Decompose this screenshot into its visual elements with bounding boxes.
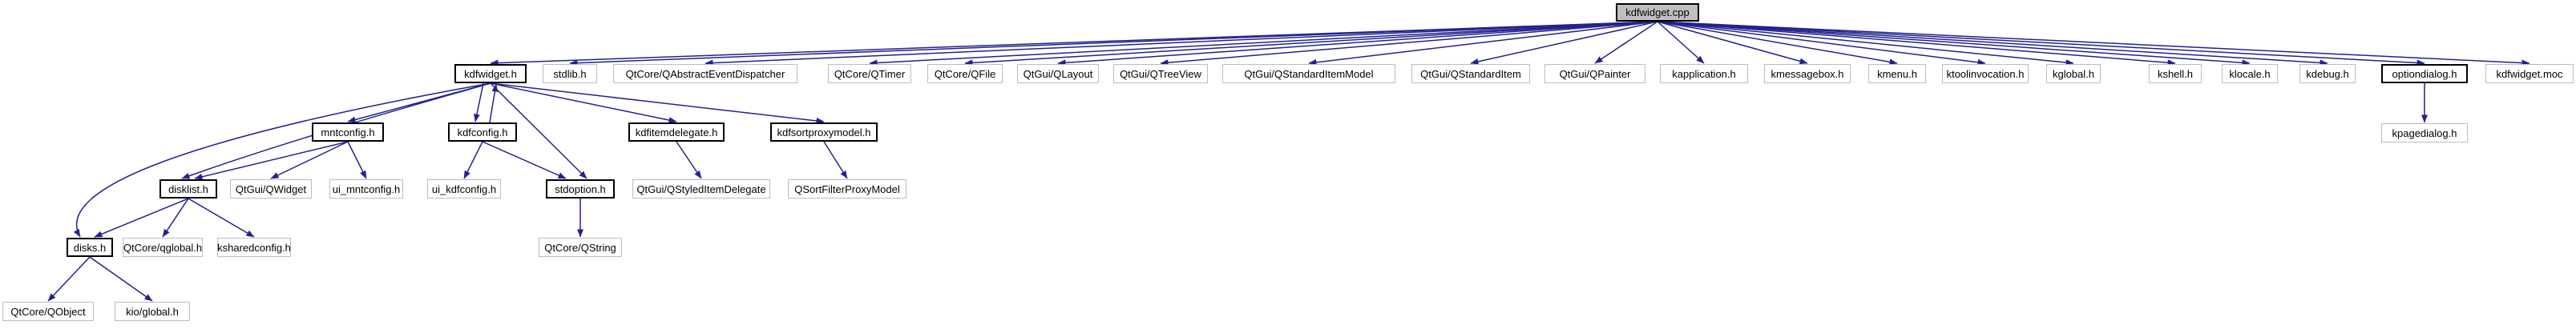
edge-kdfwidget-h-to-stdoption-h <box>490 82 587 179</box>
edge-disks-h-to-qobject <box>47 256 91 302</box>
edge-kdfwidget-cpp-to-ktoolinvocation-h <box>1657 21 1986 66</box>
edge-kdfsortproxymodel-h-to-qsortfilterproxymodel <box>823 141 848 179</box>
graph-node-qwidget: QtGui/QWidget <box>230 179 312 199</box>
graph-node-qabstracteventdispatcher: QtCore/QAbstractEventDispatcher <box>613 64 797 83</box>
graph-node-ui-kdfconfig-h: ui_kdfconfig.h <box>427 179 501 199</box>
graph-node-disklist-h[interactable]: disklist.h <box>159 179 217 199</box>
graph-node-ksharedconfig-h: ksharedconfig.h <box>217 238 291 257</box>
edge-kdfwidget-cpp-to-kmenu-h <box>1657 21 1898 66</box>
graph-node-kglobal-h: kglobal.h <box>2046 64 2101 83</box>
graph-node-kdfwidget-moc: kdfwidget.moc <box>2485 64 2574 83</box>
edge-disklist-h-to-disks-h <box>94 198 189 238</box>
graph-node-qtimer: QtCore/QTimer <box>828 64 911 83</box>
graph-node-stdoption-h[interactable]: stdoption.h <box>546 179 615 199</box>
edge-kdfwidget-h-to-disks-h <box>73 82 491 238</box>
edge-kdfconfig-h-to-stdoption-h <box>482 141 567 179</box>
graph-node-qsortfilterproxymodel: QSortFilterProxyModel <box>788 179 906 199</box>
edge-kdfwidget-cpp-to-qlayout <box>1057 21 1658 66</box>
graph-node-kdfitemdelegate-h[interactable]: kdfitemdelegate.h <box>628 122 725 142</box>
graph-node-kmenu-h: kmenu.h <box>1868 64 1926 83</box>
graph-node-stdlib-h: stdlib.h <box>543 64 597 83</box>
edge-kdfwidget-cpp-to-qfile <box>964 21 1658 66</box>
edge-kdfwidget-cpp-to-qpainter <box>1594 21 1658 64</box>
edge-kdfwidget-cpp-to-qabstracteventdispatcher <box>705 21 1658 66</box>
edge-kdfwidget-h-to-kdfconfig-h <box>474 82 484 122</box>
graph-node-qfile: QtCore/QFile <box>927 64 1003 83</box>
edge-mntconfig-h-to-ui-mntconfig-h <box>347 141 367 179</box>
edge-kdfwidget-cpp-to-klocale-h <box>1657 21 2251 66</box>
edge-kdfwidget-h-to-kdfsortproxymodel-h <box>490 82 825 124</box>
graph-node-disks-h[interactable]: disks.h <box>67 238 113 257</box>
edge-kdfwidget-cpp-to-qstandarditem <box>1470 21 1658 65</box>
graph-node-qstyleditemdelegate: QtGui/QStyledItemDelegate <box>632 179 770 199</box>
graph-node-qobject: QtCore/QObject <box>2 302 94 321</box>
graph-node-kdfsortproxymodel-h[interactable]: kdfsortproxymodel.h <box>770 122 878 142</box>
graph-node-qtreeview: QtGui/QTreeView <box>1113 64 1208 83</box>
edge-kdfwidget-h-to-kdfitemdelegate-h <box>490 82 677 123</box>
graph-node-klocale-h: klocale.h <box>2222 64 2278 83</box>
graph-node-ui-mntconfig-h: ui_mntconfig.h <box>329 179 403 199</box>
edge-kdfwidget-cpp-to-kshell-h <box>1657 21 2176 66</box>
edge-kdfwidget-cpp-to-kdebug-h <box>1657 21 2328 66</box>
edge-kdfwidget-cpp-to-stdlib-h <box>569 21 1658 66</box>
edge-kdfitemdelegate-h-to-qstyleditemdelegate <box>676 141 702 179</box>
edge-disklist-h-to-ksharedconfig-h <box>188 198 255 238</box>
graph-node-qstandarditemmodel: QtGui/QStandardItemModel <box>1222 64 1395 83</box>
graph-node-kapplication-h: kapplication.h <box>1660 64 1748 83</box>
edge-kdfconfig-h-to-kdfwidget-h <box>489 83 499 123</box>
graph-node-kmessagebox-h: kmessagebox.h <box>1764 64 1851 83</box>
edge-kdfwidget-cpp-to-qstandarditemmodel <box>1308 21 1658 66</box>
graph-node-kio-global-h: kio/global.h <box>115 302 190 321</box>
graph-node-qlayout: QtGui/QLayout <box>1017 64 1099 83</box>
edge-mntconfig-h-to-qwidget <box>270 141 349 179</box>
edge-kdfwidget-cpp-to-kglobal-h <box>1657 21 2074 66</box>
graph-node-optiondialog-h[interactable]: optiondialog.h <box>2381 64 2468 83</box>
edge-disklist-h-to-qglobal-h <box>162 198 189 238</box>
edge-mntconfig-h-to-disklist-h <box>194 141 349 180</box>
edge-kdfwidget-cpp-to-kapplication-h <box>1657 21 1705 64</box>
graph-node-mntconfig-h[interactable]: mntconfig.h <box>312 122 384 142</box>
edge-disks-h-to-kio-global-h <box>89 256 153 302</box>
graph-node-kdebug-h: kdebug.h <box>2299 64 2356 83</box>
edge-kdfwidget-cpp-to-kmessagebox-h <box>1657 21 1808 65</box>
graph-node-ktoolinvocation-h: ktoolinvocation.h <box>1942 64 2029 83</box>
edge-kdfwidget-cpp-to-kdfwidget-moc <box>1657 21 2530 66</box>
edge-kdfwidget-cpp-to-optiondialog-h <box>1657 21 2425 66</box>
graph-node-qglobal-h: QtCore/qglobal.h <box>123 238 203 257</box>
graph-node-qstring: QtCore/QString <box>539 238 622 257</box>
graph-node-kshell-h: kshell.h <box>2149 64 2202 83</box>
graph-node-kdfconfig-h[interactable]: kdfconfig.h <box>448 122 517 142</box>
edge-kdfwidget-cpp-to-qtreeview <box>1160 21 1658 66</box>
edge-kdfconfig-h-to-ui-kdfconfig-h <box>463 141 483 179</box>
graph-node-qstandarditem: QtGui/QStandardItem <box>1411 64 1530 83</box>
graph-node-kpagedialog-h: kpagedialog.h <box>2381 123 2468 142</box>
graph-node-qpainter: QtGui/QPainter <box>1544 64 1645 83</box>
graph-node-kdfwidget-h[interactable]: kdfwidget.h <box>454 64 527 83</box>
graph-node-kdfwidget-cpp: kdfwidget.cpp <box>1616 3 1699 22</box>
edge-kdfwidget-cpp-to-qtimer <box>869 21 1658 66</box>
